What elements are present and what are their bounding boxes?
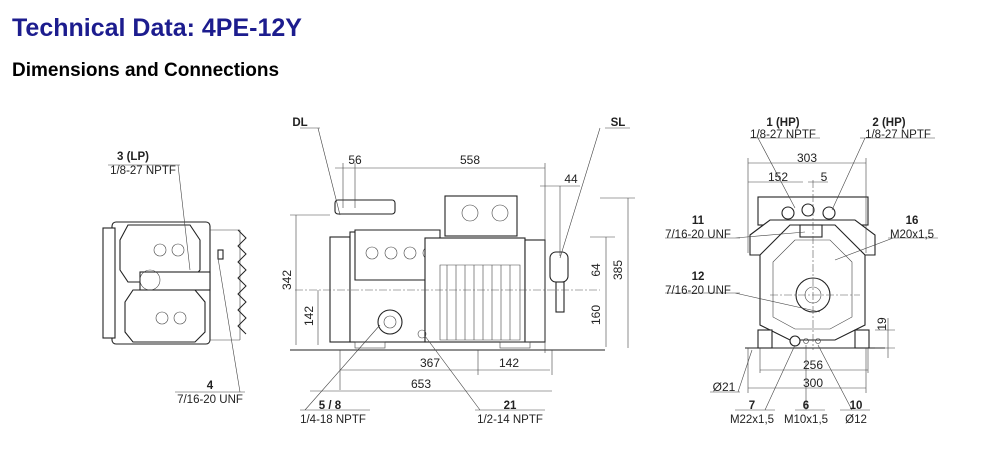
dim-64: 64: [589, 263, 603, 277]
top-view-drawing: [102, 164, 247, 393]
conn-2-id: 2 (HP): [872, 117, 905, 129]
conn-11-thread: 7/16-20 UNF: [665, 229, 731, 241]
conn-7-thread: M22x1,5: [730, 414, 774, 426]
dim-653: 653: [411, 377, 431, 391]
dim-256: 256: [803, 358, 823, 372]
conn-1-id: 1 (HP): [766, 117, 799, 129]
dim-558: 558: [460, 153, 480, 167]
hole-diameter-21: Ø21: [713, 380, 736, 394]
conn-6-thread: M10x1,5: [784, 414, 828, 426]
conn-3-thread: 1/8-27 NPTF: [110, 165, 176, 177]
sl-label: SL: [611, 117, 626, 129]
dl-label: DL: [292, 117, 307, 129]
conn-16-id: 16: [906, 215, 919, 227]
conn-11-id: 11: [692, 215, 705, 227]
section-subtitle: Dimensions and Connections: [12, 60, 280, 81]
conn-21-id: 21: [504, 400, 517, 412]
side-view-drawing: [290, 127, 635, 411]
dim-303: 303: [797, 151, 817, 165]
conn-10-thread: Ø12: [845, 414, 867, 426]
dim-19: 19: [875, 317, 889, 331]
conn-6-id: 6: [803, 400, 809, 412]
conn-4-thread: 7/16-20 UNF: [177, 394, 243, 406]
dim-5: 5: [821, 170, 828, 184]
dim-44: 44: [564, 172, 578, 186]
page-title: Technical Data: 4PE-12Y: [12, 14, 302, 42]
conn-21-thread: 1/2-14 NPTF: [477, 414, 543, 426]
dim-342: 342: [280, 270, 294, 290]
conn-1-thread: 1/8-27 NPTF: [750, 129, 816, 141]
dim-142-vertical: 142: [302, 306, 316, 326]
conn-5-8-thread: 1/4-18 NPTF: [300, 414, 366, 426]
conn-7-id: 7: [749, 400, 755, 412]
conn-12-thread: 7/16-20 UNF: [665, 285, 731, 297]
conn-16-thread: M20x1,5: [890, 229, 934, 241]
dim-142-horizontal: 142: [499, 356, 519, 370]
conn-3-id: 3 (LP): [117, 151, 149, 163]
conn-10-id: 10: [850, 400, 863, 412]
dim-160: 160: [589, 305, 603, 325]
dim-367: 367: [420, 356, 440, 370]
dim-152: 152: [768, 170, 788, 184]
dim-385: 385: [611, 260, 625, 280]
dim-56: 56: [348, 153, 362, 167]
conn-4-id: 4: [207, 380, 214, 392]
dim-300: 300: [803, 376, 823, 390]
conn-5-8-id: 5 / 8: [319, 400, 342, 412]
front-view-drawing: [665, 137, 938, 411]
conn-12-id: 12: [692, 271, 705, 283]
conn-2-thread: 1/8-27 NPTF: [865, 129, 931, 141]
